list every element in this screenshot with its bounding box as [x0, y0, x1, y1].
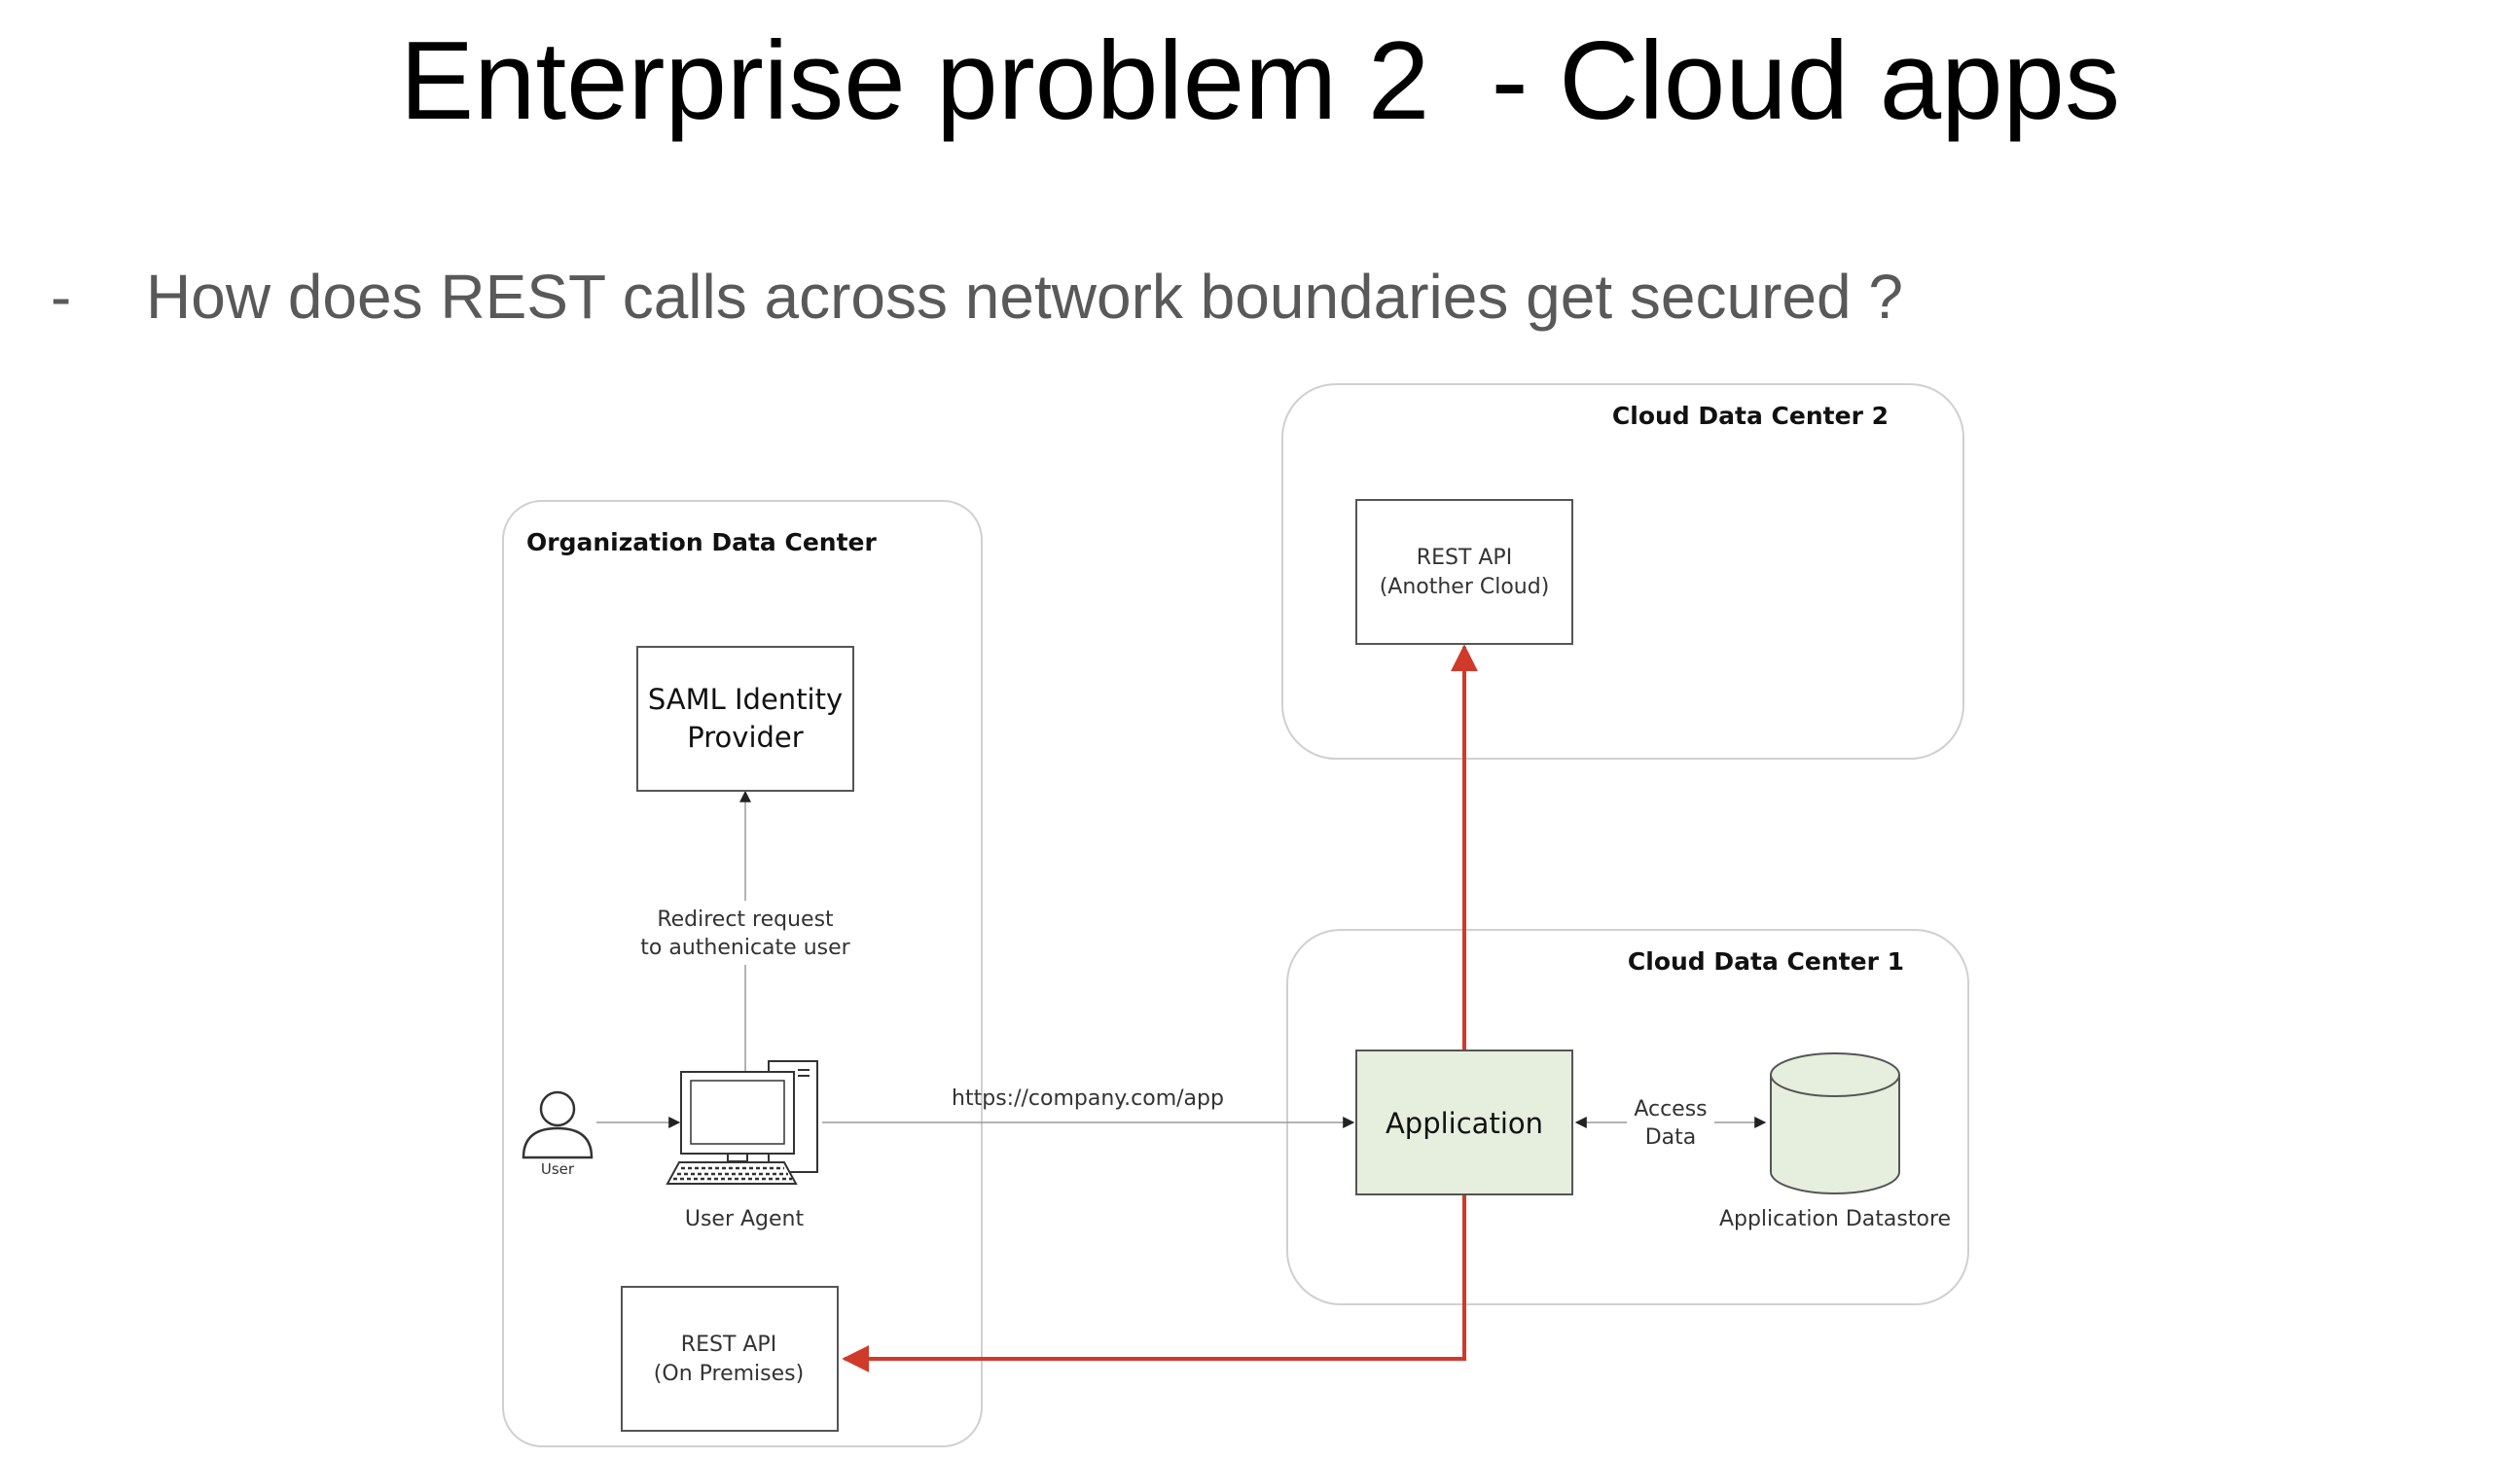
org-data-center-container: [502, 500, 983, 1447]
url-label: https://company.com/app: [952, 1086, 1224, 1111]
rest-api-cloud-box: [1355, 499, 1573, 645]
org-data-center-label: Organization Data Center: [526, 528, 877, 556]
rest-api-onprem-label-line1: REST API: [681, 1333, 776, 1357]
saml-label-line2: Provider: [687, 721, 803, 754]
user-agent-label: User Agent: [685, 1207, 805, 1231]
bullet-text: How does REST calls across network bound…: [146, 262, 1903, 332]
application-label: Application: [1386, 1107, 1543, 1140]
user-label: User: [541, 1160, 575, 1178]
cloud-dc1-container: [1286, 929, 1969, 1305]
access-data-label-line2: Data: [1645, 1125, 1697, 1150]
app-to-rest-onprem-arrow: [842, 1194, 1466, 1372]
rest-api-cloud-label-line2: (Another Cloud): [1380, 575, 1550, 599]
slide-title: Enterprise problem 2 - Cloud apps: [400, 19, 2120, 143]
datastore-label: Application Datastore: [1719, 1207, 1951, 1231]
bullet-marker: -: [51, 262, 72, 332]
cloud-dc2-container: [1281, 383, 1964, 760]
rest-api-onprem-box: [621, 1286, 839, 1432]
redirect-label-line1: Redirect request: [657, 907, 834, 932]
rest-api-cloud-label-line1: REST API: [1417, 546, 1512, 570]
cloud-dc1-label: Cloud Data Center 1: [1628, 947, 1904, 976]
redirect-label-line2: to authenicate user: [640, 936, 850, 960]
bullet-item: - How does REST calls across network boun…: [51, 261, 1903, 333]
application-box: [1355, 1050, 1573, 1195]
saml-identity-provider-box: [636, 646, 854, 792]
user-icon: [522, 1090, 594, 1159]
computer-icon: [666, 1060, 818, 1185]
rest-api-onprem-label-line2: (On Premises): [654, 1362, 804, 1386]
datastore-icon: [1770, 1052, 1900, 1194]
saml-label-line1: SAML Identity: [648, 683, 843, 716]
cloud-dc2-label: Cloud Data Center 2: [1612, 402, 1889, 430]
access-data-label-line1: Access: [1634, 1097, 1707, 1121]
